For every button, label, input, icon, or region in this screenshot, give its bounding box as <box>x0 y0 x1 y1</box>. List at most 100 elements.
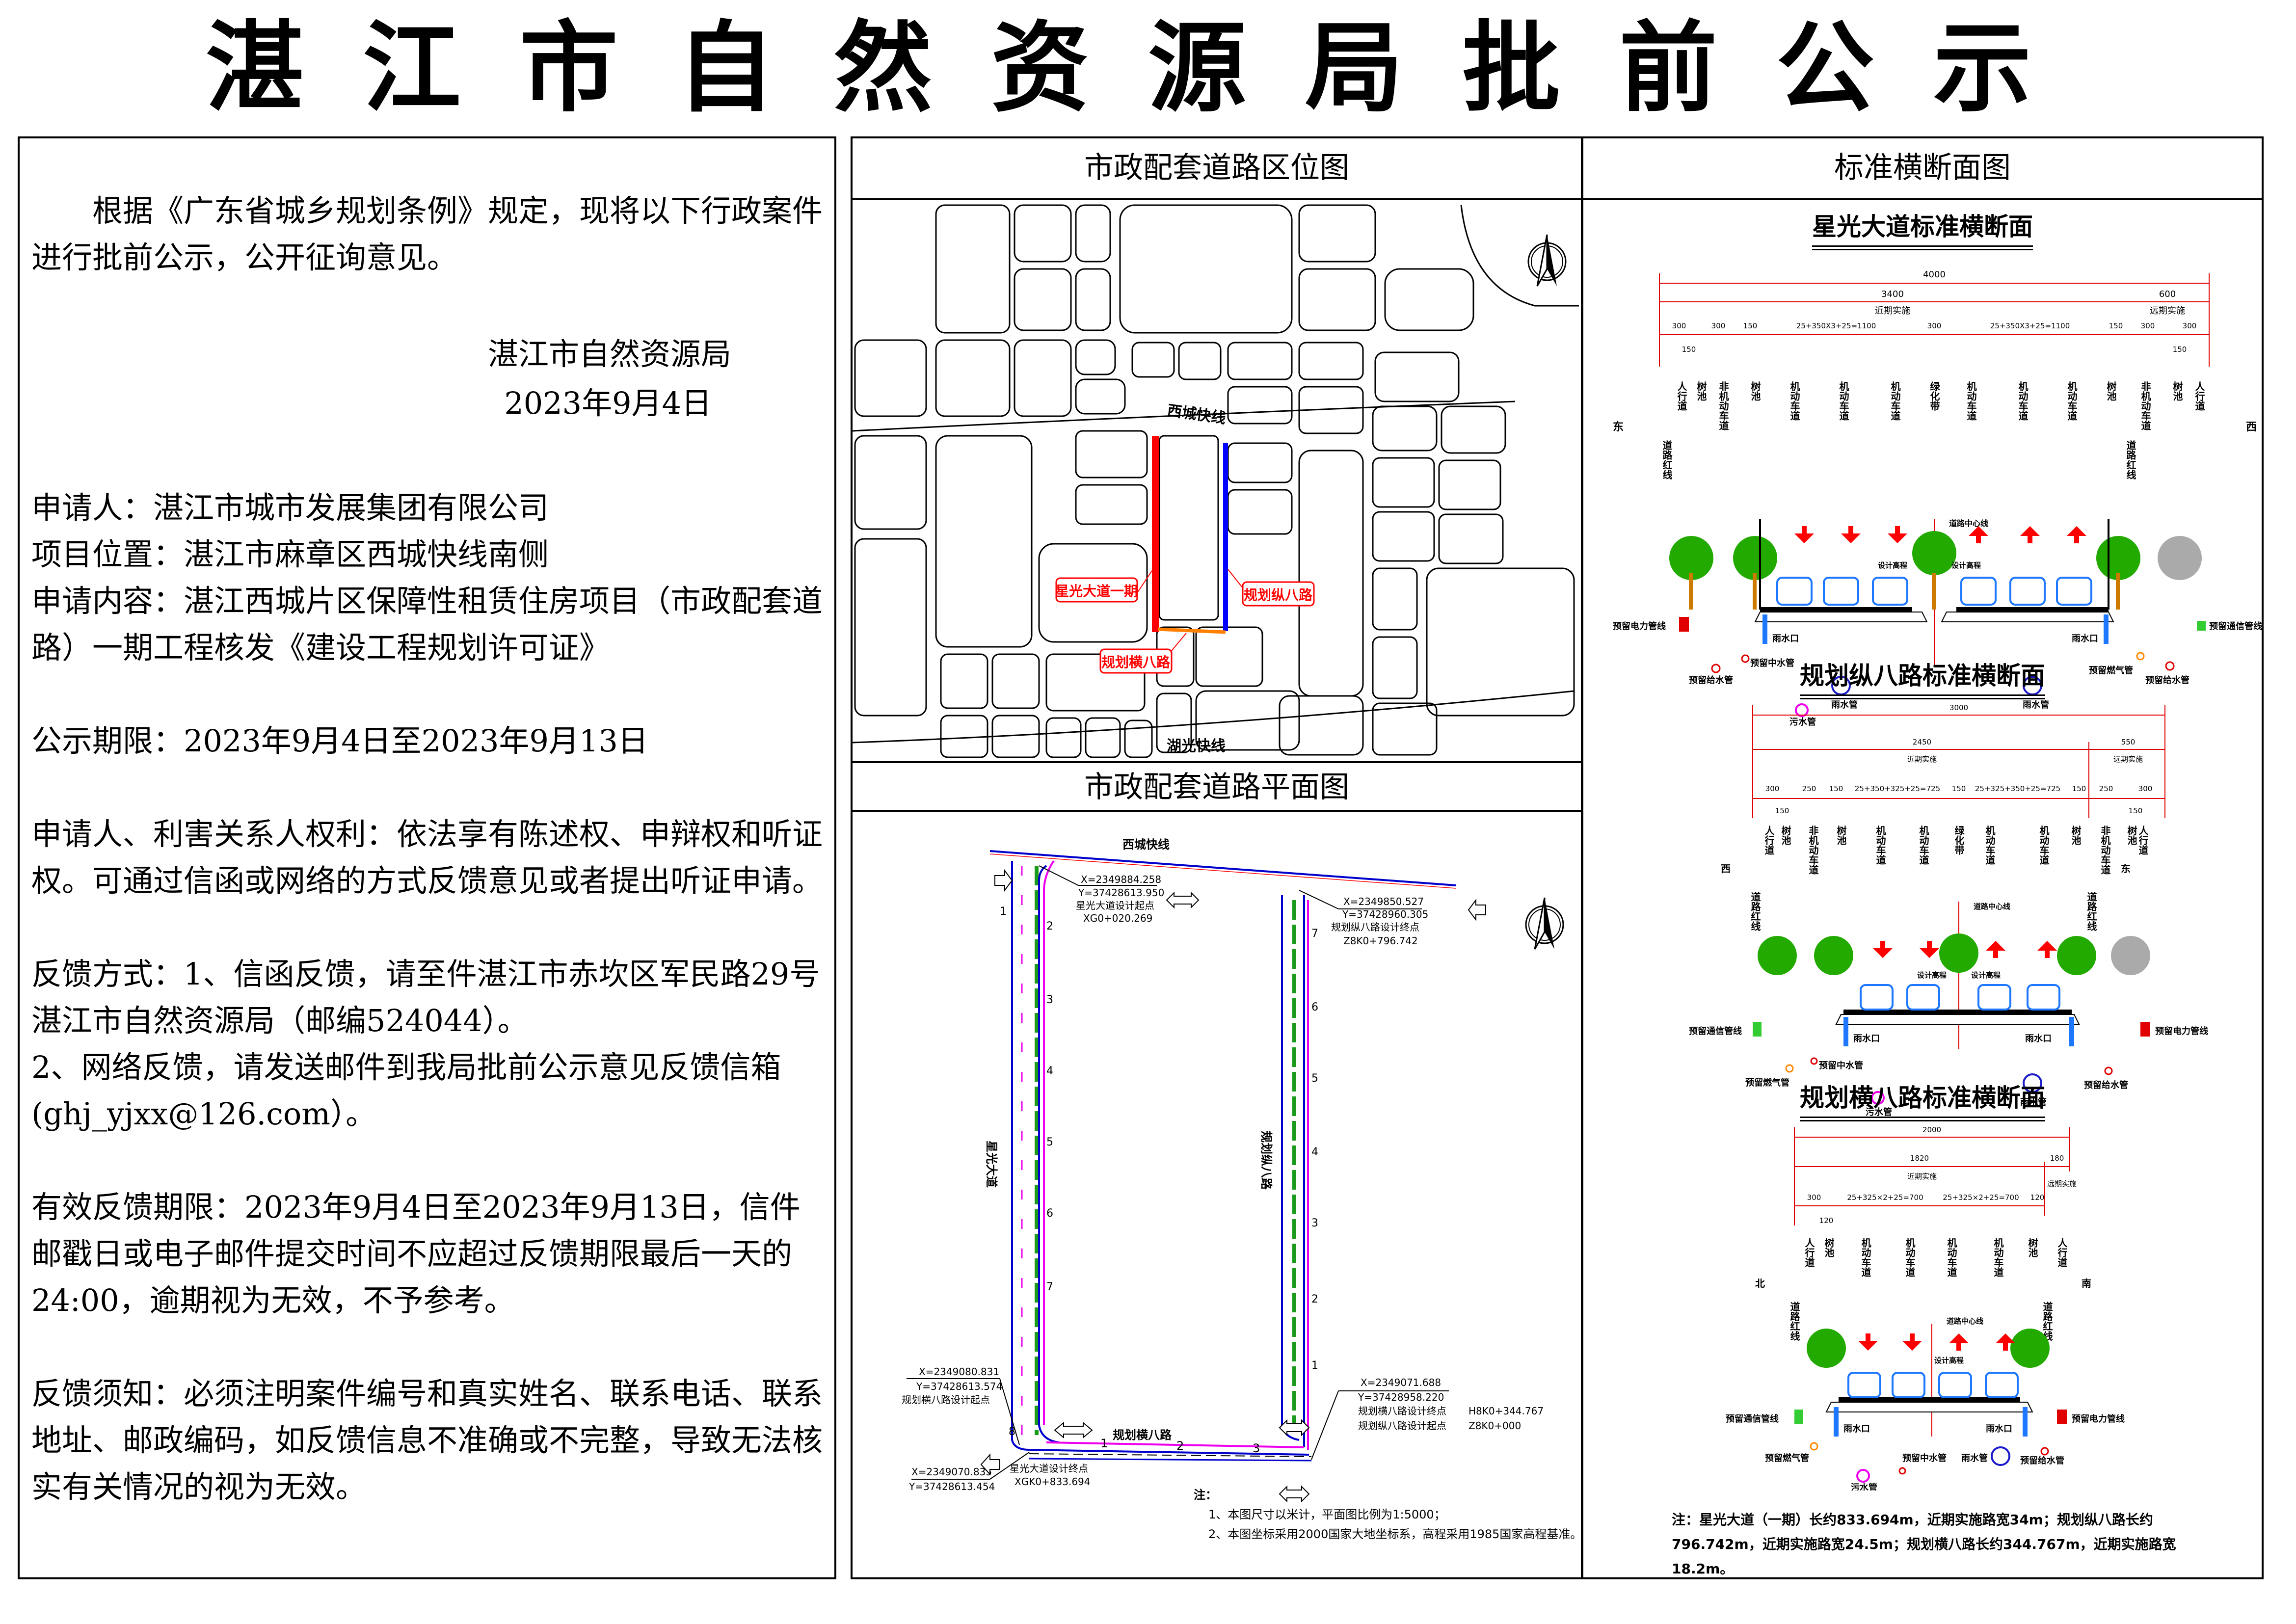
svg-text:树池: 树池 <box>2126 825 2137 845</box>
west-stations: 2 3 4 5 6 7 1 8 <box>1000 905 1053 1438</box>
heng8-plan-road <box>1029 1441 1312 1462</box>
svg-text:300: 300 <box>1711 321 1726 330</box>
svg-text:树池: 树池 <box>1835 825 1847 845</box>
divider <box>853 198 1581 200</box>
svg-text:雨水管: 雨水管 <box>2023 699 2049 710</box>
svg-text:道路红线: 道路红线 <box>1789 1301 1800 1341</box>
svg-text:非机动车道: 非机动车道 <box>1807 825 1819 875</box>
svg-text:300: 300 <box>1927 321 1942 330</box>
svg-text:机动车道: 机动车道 <box>2066 381 2078 421</box>
svg-text:3: 3 <box>1046 994 1053 1006</box>
callout-zong8: 规划纵八路 <box>1228 569 1315 607</box>
svg-text:规划横八路设计起点: 规划横八路设计起点 <box>902 1394 990 1406</box>
svg-text:120: 120 <box>1819 1216 1834 1225</box>
svg-text:雨水管: 雨水管 <box>1831 699 1858 710</box>
svg-text:近期实施: 近期实施 <box>1907 1172 1937 1181</box>
section-heng8-diagram: 2000 1820 近期实施 180 远期实施 300 25+325×2+25=… <box>1726 1125 2125 1491</box>
svg-text:树池: 树池 <box>1695 381 1707 401</box>
svg-text:树池: 树池 <box>1780 825 1791 845</box>
plan-road-west-label: 星光大道 <box>985 1141 998 1188</box>
svg-text:3: 3 <box>1253 1441 1260 1455</box>
point-xingguang-start: X=2349884.258 Y=37428613.950 星光大道设计起点 XG… <box>1039 865 1164 924</box>
svg-text:预留中水管: 预留中水管 <box>1902 1453 1947 1464</box>
location-map: 西城快线 湖光快线 星光大道一期 规划纵八路 规划横八路 <box>853 204 1579 758</box>
page-title: 湛江市自然资源局批前公示 <box>205 11 2090 126</box>
pipe-labels: 预留通信管线 雨水口 预留中水管 预留燃气管 污水管 雨水管 雨水口 预留给水管… <box>1689 1017 2208 1118</box>
svg-text:星光大道设计起点: 星光大道设计起点 <box>1076 900 1154 911</box>
svg-text:预留通信管线: 预留通信管线 <box>1726 1413 1779 1424</box>
svg-text:150: 150 <box>1743 321 1758 330</box>
svg-text:4: 4 <box>1046 1065 1053 1077</box>
svg-text:150: 150 <box>1682 345 1696 354</box>
svg-text:树池: 树池 <box>1749 381 1761 401</box>
svg-text:设计高程: 设计高程 <box>1934 1356 1964 1365</box>
svg-text:非机动车道: 非机动车道 <box>1717 381 1729 430</box>
svg-text:机动车道: 机动车道 <box>2038 825 2050 865</box>
svg-text:Y=37428613.454: Y=37428613.454 <box>908 1481 995 1492</box>
svg-text:H8K0+344.767: H8K0+344.767 <box>1468 1405 1544 1417</box>
cross-sections-panel: 标准横断面图 星光大道标准横断面 4000 3400 近期实施 600 远期实施… <box>1581 136 2264 1579</box>
svg-text:150: 150 <box>1952 784 1966 793</box>
divider <box>853 810 1581 812</box>
svg-text:预留燃气管: 预留燃气管 <box>1765 1453 1809 1464</box>
svg-text:树池: 树池 <box>2105 381 2117 401</box>
svg-text:3400: 3400 <box>1881 289 1904 299</box>
svg-text:300: 300 <box>1807 1193 1821 1202</box>
svg-text:污水管: 污水管 <box>1789 717 1816 727</box>
callout-xingguang: 星光大道一期 <box>1055 570 1152 603</box>
svg-text:远期实施: 远期实施 <box>2150 306 2185 316</box>
svg-text:雨水管: 雨水管 <box>2020 1097 2047 1108</box>
svg-text:预留燃气管: 预留燃气管 <box>2089 665 2133 676</box>
svg-text:120: 120 <box>2030 1193 2045 1202</box>
svg-text:机动车道: 机动车道 <box>1789 381 1800 421</box>
svg-text:注：: 注： <box>1194 1488 1217 1502</box>
svg-text:2450: 2450 <box>1913 738 1931 746</box>
svg-text:预留电力管线: 预留电力管线 <box>2072 1413 2125 1424</box>
svg-text:1: 1 <box>1000 905 1007 918</box>
svg-text:远期实施: 远期实施 <box>2113 755 2143 764</box>
feedback-online[interactable]: 2、网络反馈，请发送邮件到我局批前公示意见反馈信箱(ghj_yjxx@126.c… <box>31 1049 781 1132</box>
svg-text:2: 2 <box>1046 920 1053 932</box>
svg-text:8: 8 <box>1009 1426 1015 1438</box>
svg-text:150: 150 <box>2129 806 2143 815</box>
svg-text:道路红线: 道路红线 <box>1749 891 1761 931</box>
svg-text:3: 3 <box>1311 1217 1318 1229</box>
heng8-road-line <box>1157 627 1226 634</box>
svg-text:雨水口: 雨水口 <box>1853 1033 1880 1044</box>
notice-text-panel: 根据《广东省城乡规划条例》规定，现将以下行政案件进行批前公示，公开征询意见。 湛… <box>18 136 836 1579</box>
issuer-block: 湛江市自然资源局 2023年9月4日 <box>20 330 834 428</box>
svg-text:2000: 2000 <box>1922 1125 1941 1134</box>
svg-text:550: 550 <box>2121 738 2136 746</box>
plan-map-title: 市政配套道路平面图 <box>1084 770 1349 804</box>
svg-text:道路红线: 道路红线 <box>2125 440 2136 479</box>
svg-text:6: 6 <box>1046 1207 1053 1220</box>
svg-text:人行道: 人行道 <box>1763 825 1775 855</box>
svg-text:预留燃气管: 预留燃气管 <box>1745 1077 1789 1088</box>
svg-text:设计高程: 设计高程 <box>1878 561 1907 570</box>
south-stations: 1 2 3 <box>1100 1437 1260 1455</box>
point-xingguang-end: X=2349070.835 Y=37428613.454 星光大道设计终点 XG… <box>908 1452 1091 1492</box>
svg-text:X=2349080.831: X=2349080.831 <box>919 1366 999 1378</box>
svg-text:1820: 1820 <box>1910 1154 1929 1163</box>
svg-text:25+325+350+25=725: 25+325+350+25=725 <box>1975 784 2060 793</box>
point-heng8-start: X=2349080.831 Y=37428613.574 规划横八路设计起点 <box>902 1366 1020 1445</box>
svg-text:3000: 3000 <box>1949 703 1968 712</box>
zong8-plan-road <box>1281 895 1309 1450</box>
svg-text:设计高程: 设计高程 <box>1917 971 1947 980</box>
svg-text:150: 150 <box>2109 321 2123 330</box>
plan-road-east-label: 规划纵八路 <box>1259 1131 1273 1190</box>
plan-map: 西城快线 星光大道 规划纵八路 规划横八路 2 3 <box>902 838 1581 1541</box>
svg-text:设计高程: 设计高程 <box>1951 561 1981 570</box>
svg-text:2: 2 <box>1311 1293 1318 1305</box>
svg-text:Z8K0+796.742: Z8K0+796.742 <box>1343 935 1418 947</box>
lane-label-column: 人行道 树池 非机动车道 树池 机动车道 机动车道 绿化带 机动车道 机动车道 … <box>1749 825 2149 931</box>
road-label-huguang: 湖光快线 <box>1167 738 1226 755</box>
svg-text:X=2349070.835: X=2349070.835 <box>911 1466 992 1478</box>
svg-text:2、本图坐标采用2000国家大地坐标系，高程采用1985国家: 2、本图坐标采用2000国家大地坐标系，高程采用1985国家高程基准。 <box>1208 1527 1581 1541</box>
svg-text:近期实施: 近期实施 <box>1875 306 1910 316</box>
lane-label-column: 人行道 树池 机动车道 机动车道 机动车道 机动车道 树池 人行道 道路红线 道… <box>1789 1237 2068 1341</box>
svg-text:25+350+325+25=725: 25+350+325+25=725 <box>1855 784 1940 793</box>
svg-text:道路红线: 道路红线 <box>2085 891 2097 931</box>
svg-text:4: 4 <box>1311 1146 1318 1158</box>
svg-text:机动车道: 机动车道 <box>1904 1237 1916 1277</box>
